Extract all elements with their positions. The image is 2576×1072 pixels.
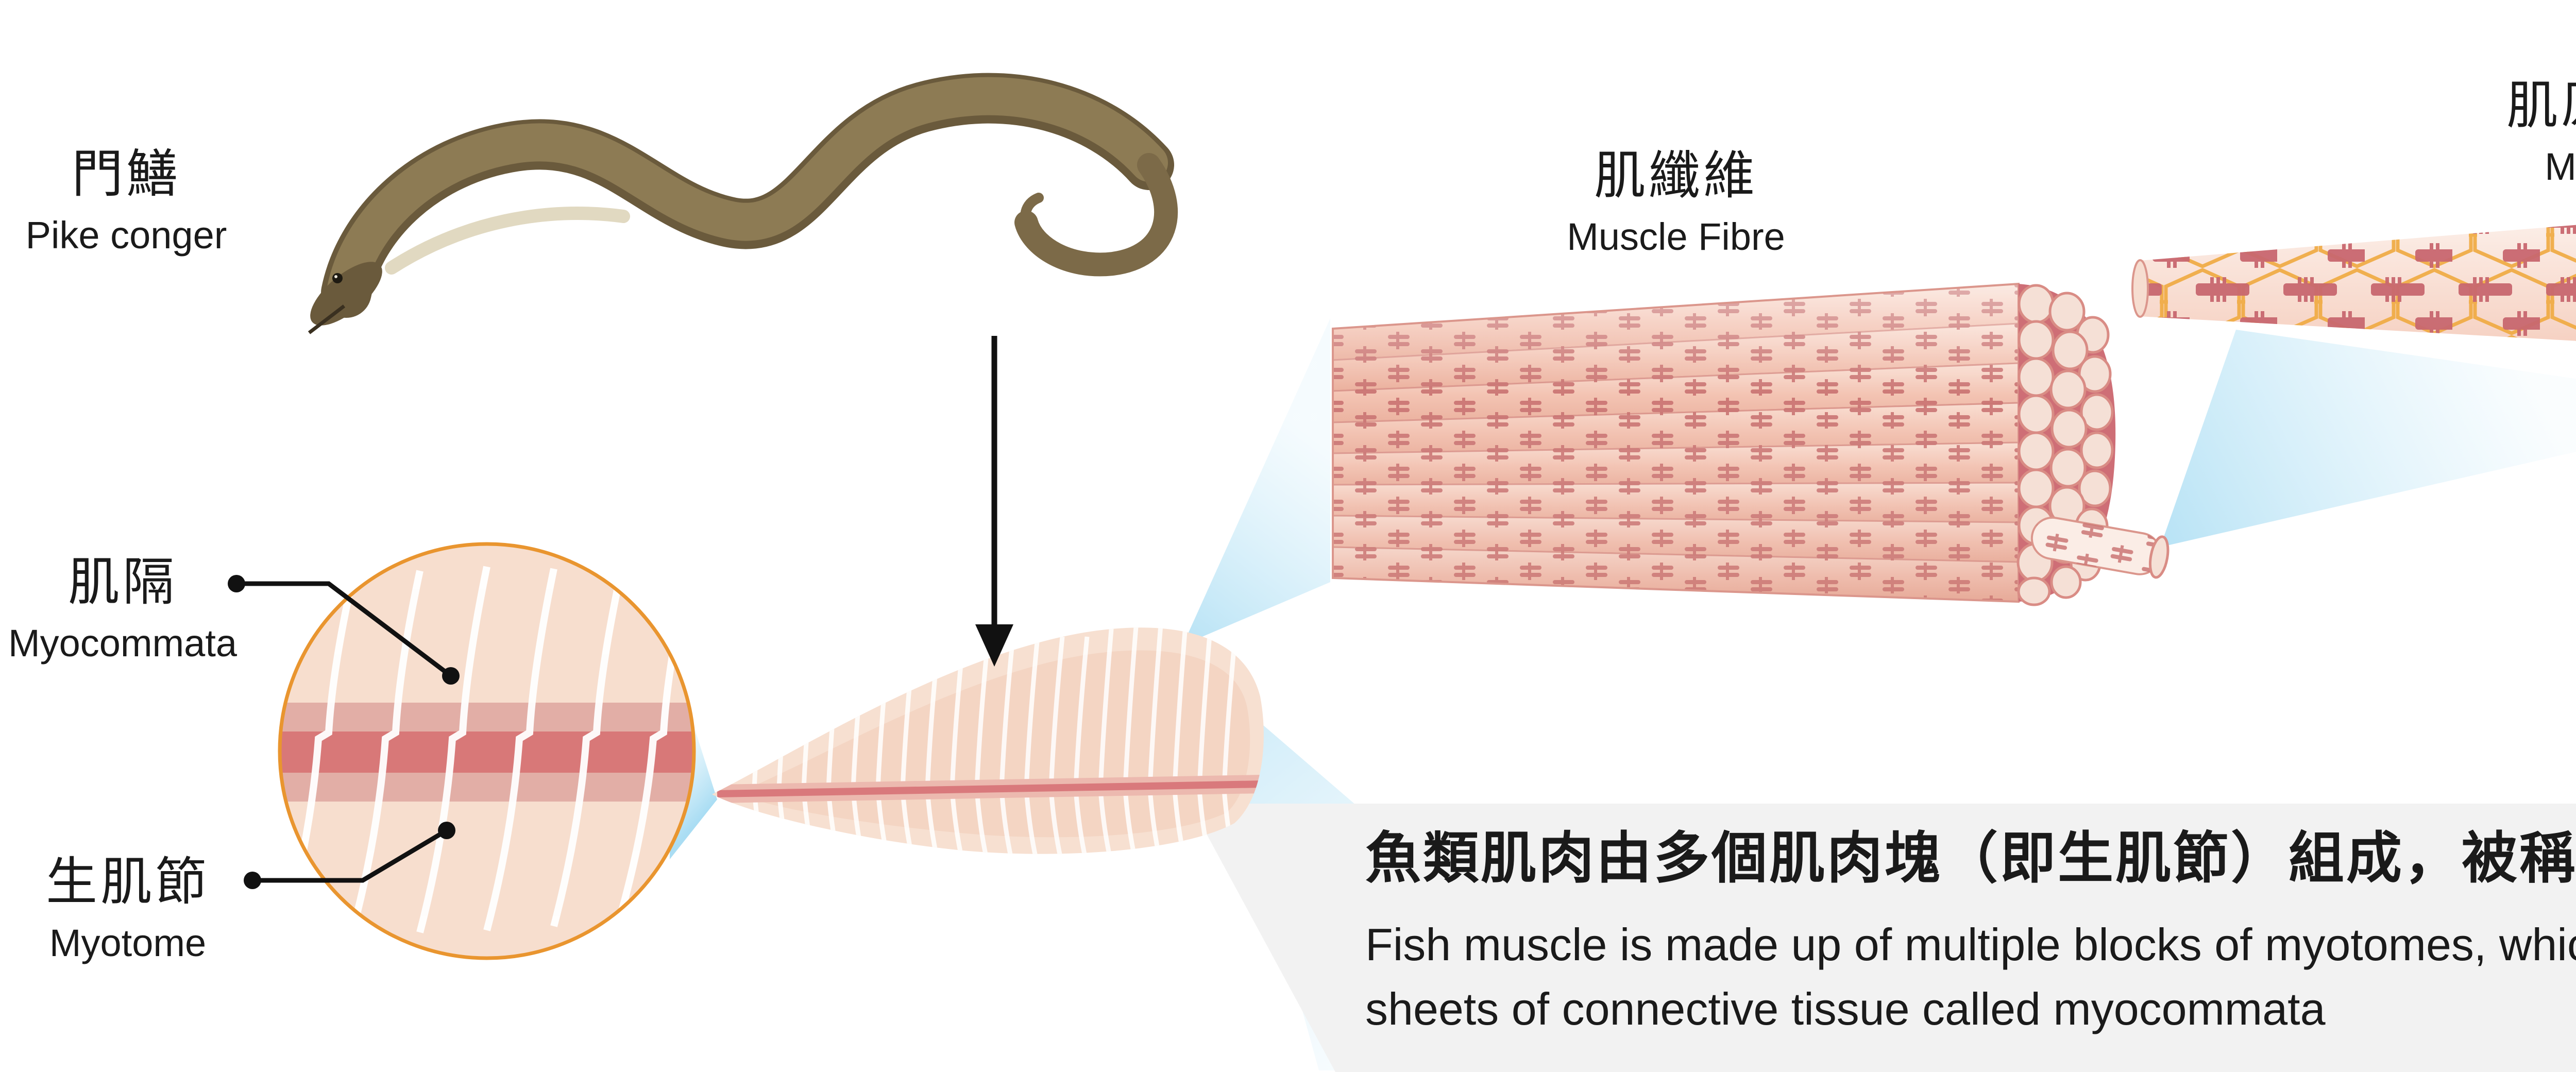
caption-zh: 魚類肌肉由多個肌肉塊（即生肌節）組成，被稱為肌隔的結締組織所分隔 [1365,827,2576,889]
myotome-magnifier-circle [278,542,696,960]
leader-dot-icon [438,822,455,839]
myocommata-en: Myocommata [8,622,238,665]
label-muscle-fibre: 肌纖維 Muscle Fibre [1567,150,1785,256]
eel-eye [332,273,343,283]
leader-myocommata [228,575,460,685]
pike-conger-en: Pike conger [25,214,227,257]
caption-en: Fish muscle is made up of multiple block… [1365,913,2576,1042]
fillet-midline-core [717,780,1264,797]
pike-conger-photo [308,73,1178,334]
myocommata-band-core [280,731,694,773]
myotome-en: Myotome [49,922,207,964]
muscle-fibre-zh: 肌纖維 [1594,147,1758,205]
arrow-eel-to-fillet [975,336,1013,667]
label-myofibril: 肌原纖維 Myofibril [2506,80,2576,186]
eel-belly-highlight [385,207,630,275]
leader-lines [228,575,460,889]
zoom-cone-fibre-to-myofibril [2160,330,2576,547]
eel-body [327,77,1168,308]
muscle-fibre-bundle [1332,282,2170,606]
label-pike-conger: 門鱔 Pike conger [26,148,227,254]
pulled-muscle-fibre [2030,516,2170,579]
eel-tail-tip [1020,193,1044,228]
label-myotome: 生肌節 Myotome [46,856,210,962]
label-myocommata: 肌隔 Myocommata [8,556,237,662]
myotome-zh: 生肌節 [46,853,210,911]
myofibril-en: Myofibril [2545,145,2576,188]
zoom-cone-fillet-to-bundle [1183,318,1330,645]
magnifier-ring [278,542,696,960]
leader-dot-icon [228,575,245,592]
myofibril-left-cap [2131,259,2149,318]
leader-myotome [244,822,455,889]
caption-panel [1190,804,2576,1072]
caption-en-line1: Fish muscle is made up of multiple block… [1365,919,2576,970]
myocommata-zh: 肌隔 [67,553,177,611]
eel-eye-glint [334,275,337,278]
myofibril-rod [2131,198,2576,360]
pike-conger-zh: 門鱔 [72,145,181,203]
eel-mouth [308,304,346,334]
eel-body-under [321,73,1174,318]
fish-fillet [712,627,1264,854]
eel-head [310,262,382,326]
muscle-fibre-en: Muscle Fibre [1567,215,1785,258]
leader-dot-icon [244,872,261,889]
fibre-striations [1333,284,2019,602]
eel-tail [1014,153,1178,277]
leader-dot-icon [442,667,460,685]
caption-en-line2: sheets of connective tissue called myoco… [1365,983,2326,1034]
arrowhead-icon [975,624,1013,667]
caption-block: 魚類肌肉由多個肌肉塊（即生肌節）組成，被稱為肌隔的結締組織所分隔 Fish mu… [1365,830,2576,1042]
myofibril-zh: 肌原纖維 [2506,77,2576,134]
